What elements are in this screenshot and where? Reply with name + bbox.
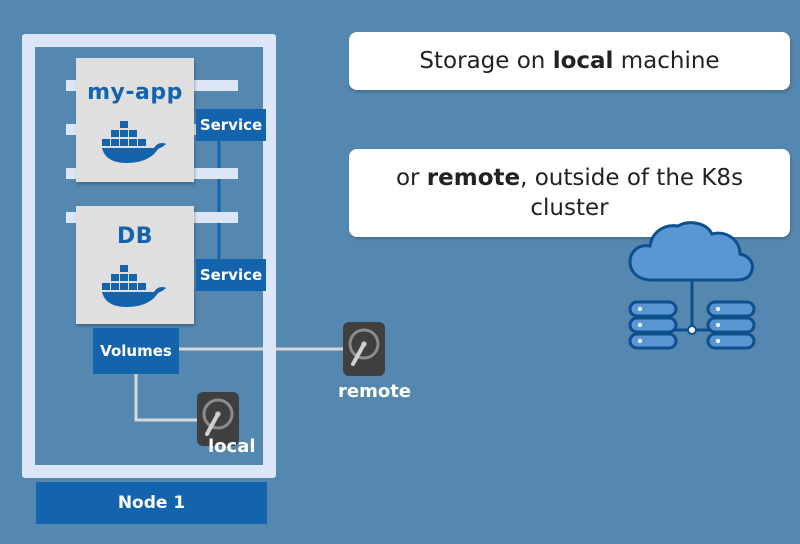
docker-whale-icon [102, 121, 166, 163]
pod-my-app: my-app [76, 58, 194, 182]
node-frame [22, 34, 276, 478]
remote-label: remote [338, 381, 412, 402]
service-my-app: Service [196, 109, 266, 141]
local-label: local [208, 436, 256, 457]
volumes-box: Volumes [93, 328, 179, 374]
service-db: Service [196, 259, 266, 291]
hard-drive-icon [197, 392, 239, 446]
docker-whale-icon [102, 265, 166, 307]
hard-drive-icon [343, 322, 385, 376]
node-label: Node 1 [36, 482, 267, 524]
callout-text: or remote, outside of the K8s cluster [395, 165, 744, 221]
pod-title: my-app [87, 80, 183, 105]
pod-db: DB [76, 206, 194, 324]
callout-local: Storage on local machine [349, 32, 790, 90]
cloud-storage-icon [628, 221, 756, 350]
pod-title: DB [116, 224, 154, 249]
callout-remote: or remote, outside of the K8s cluster [349, 149, 790, 237]
callout-text: Storage on local machine [419, 48, 720, 74]
